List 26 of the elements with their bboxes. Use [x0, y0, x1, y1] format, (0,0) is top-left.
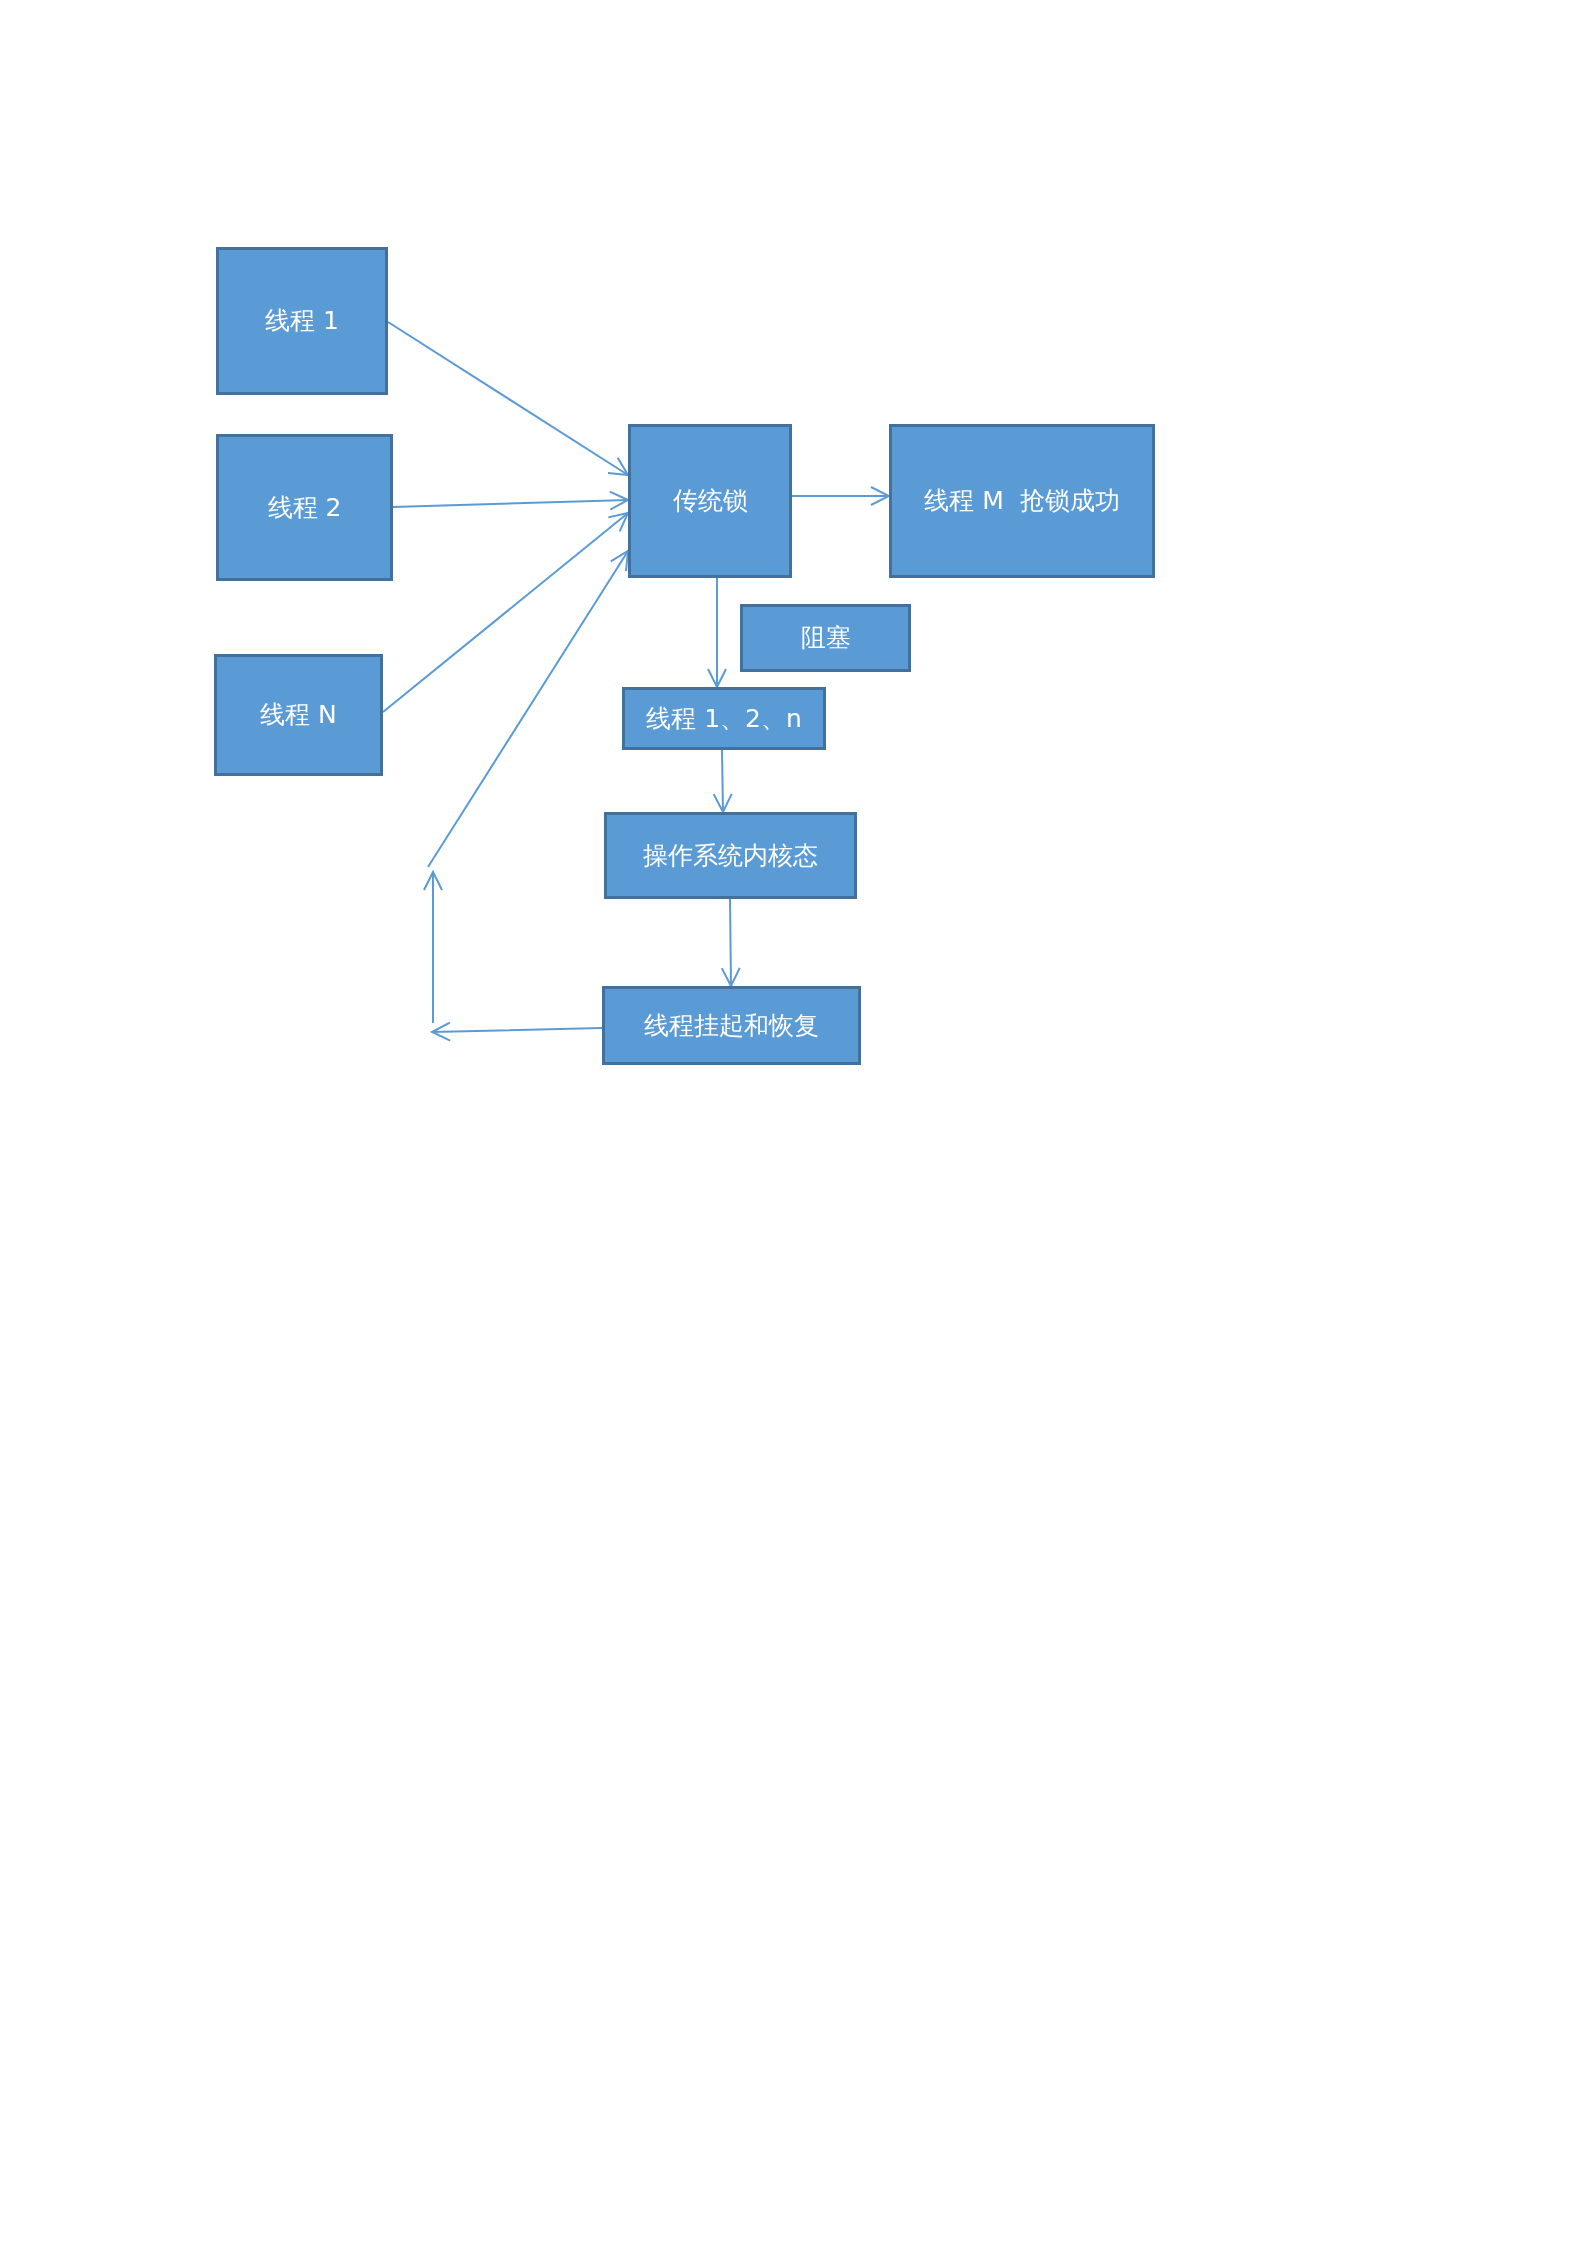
- box-label: 操作系统内核态: [643, 839, 818, 872]
- process-box: [602, 986, 861, 1065]
- arrow: [387, 321, 629, 476]
- box-label: 线程 1、2、n: [646, 702, 802, 735]
- arrow: [791, 486, 890, 506]
- box-label: 线程 2: [267, 491, 342, 524]
- arrow: [720, 898, 741, 987]
- box-label: 传统锁: [672, 485, 748, 517]
- arrow: [712, 749, 733, 813]
- arrow: [392, 490, 629, 511]
- process-box: [740, 604, 911, 672]
- process-box: [214, 654, 383, 776]
- box-label: 线程 M 抢锁成功: [924, 485, 1120, 517]
- box-label: 线程 N: [260, 699, 337, 731]
- process-box: [889, 424, 1155, 578]
- process-box: [622, 687, 826, 750]
- arrow: [382, 512, 629, 713]
- process-box: [628, 424, 792, 578]
- arrow: [707, 577, 727, 688]
- box-label: 线程挂起和恢复: [644, 1009, 819, 1042]
- arrow: [423, 550, 629, 1042]
- box-label: 线程 1: [265, 305, 339, 337]
- box-label: 阻塞: [800, 622, 851, 654]
- process-box: [604, 812, 857, 899]
- process-box: [216, 247, 388, 395]
- process-box: [216, 434, 393, 581]
